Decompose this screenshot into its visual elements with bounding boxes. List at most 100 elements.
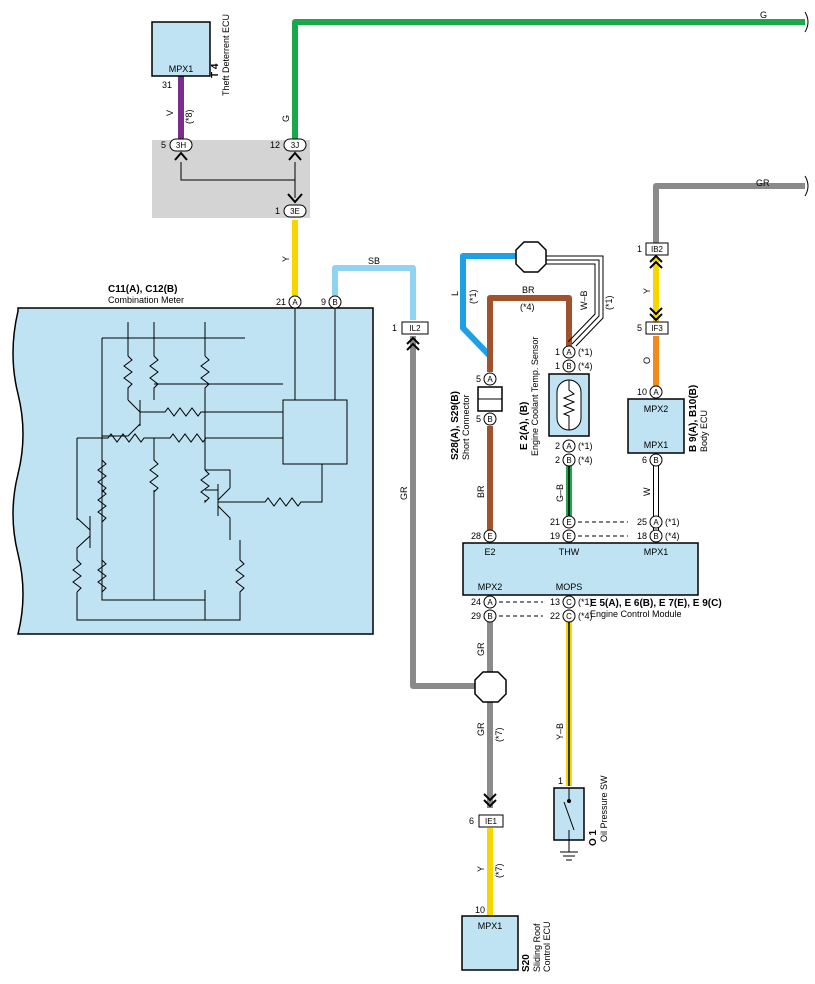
svg-text:(*4): (*4) — [578, 455, 593, 465]
theft-ecu-terminal: MPX1 — [169, 64, 194, 74]
wire-label-gr-bottom: GR — [476, 722, 486, 736]
connector-ie1: IE1 6 — [469, 793, 504, 828]
ecm-term-mpx1: MPX1 — [644, 547, 669, 557]
wire-label-wb: W–B — [579, 290, 589, 310]
oil-sw-code: O 1 — [588, 829, 599, 846]
svg-text:9: 9 — [321, 297, 326, 307]
svg-text:13: 13 — [550, 597, 560, 607]
svg-text:MPX1: MPX1 — [644, 440, 669, 450]
svg-text:(*1): (*1) — [578, 347, 593, 357]
svg-text:B: B — [653, 532, 658, 541]
ecm-term-mpx2: MPX2 — [478, 582, 503, 592]
ecm-pin-13: C 13 (*1) — [550, 595, 593, 609]
svg-text:6: 6 — [469, 816, 474, 826]
wire-label-gb: G–B — [555, 484, 565, 502]
svg-text:1: 1 — [392, 323, 397, 333]
ecm-pin-28: E 28 — [471, 529, 497, 543]
coolant-sensor-code: E 2(A), (B) — [519, 402, 530, 450]
oil-pressure-switch: 1 — [553, 776, 585, 861]
svg-text:1: 1 — [555, 361, 560, 371]
connector-if3: IF3 5 — [637, 307, 669, 335]
meter-pin-b: B 9 — [321, 295, 342, 309]
wire-label-gr-top: GR — [756, 178, 770, 188]
svg-text:IE1: IE1 — [485, 817, 498, 826]
svg-text:19: 19 — [550, 531, 560, 541]
svg-text:24: 24 — [471, 597, 481, 607]
svg-text:B: B — [332, 298, 337, 307]
connector-3j: 3J 12 — [270, 138, 307, 161]
sliding-roof-terminal: MPX1 — [478, 921, 503, 931]
svg-text:29: 29 — [471, 611, 481, 621]
connector-ib2: IB2 1 — [637, 242, 669, 269]
coolant-sensor-name: Engine Coolant Temp. Sensor — [530, 337, 540, 456]
meter-internal-circuit — [72, 308, 348, 621]
theft-ecu-code: T 4 — [210, 63, 221, 78]
svg-text:25: 25 — [637, 517, 647, 527]
svg-text:A: A — [566, 442, 572, 451]
sliding-roof-name1: Sliding Roof — [532, 923, 542, 972]
ecm-pin-24: A 24 — [471, 595, 497, 609]
wire-label-l: L — [450, 291, 460, 296]
meter-pin-a: A 21 — [276, 295, 302, 309]
note-br: (*4) — [520, 302, 535, 312]
connector-il2: IL2 1 — [392, 321, 429, 351]
svg-text:IL2: IL2 — [409, 324, 421, 333]
theft-ecu-wire-label: V — [165, 110, 175, 116]
svg-text:5: 5 — [476, 374, 481, 384]
connector-3e: 3E 1 — [275, 204, 307, 218]
svg-text:(*1): (*1) — [578, 597, 593, 607]
splice-top — [515, 241, 547, 273]
svg-text:E: E — [566, 532, 571, 541]
svg-text:21: 21 — [550, 517, 560, 527]
body-ecu-name: Body ECU — [699, 410, 709, 452]
svg-text:MPX2: MPX2 — [644, 404, 669, 414]
wire-label-g-top: G — [760, 10, 767, 20]
svg-text:(*4): (*4) — [578, 611, 593, 621]
svg-text:B: B — [487, 612, 492, 621]
svg-text:A: A — [653, 388, 659, 397]
svg-text:1: 1 — [637, 244, 642, 254]
oil-sw-name: Oil Pressure SW — [599, 775, 609, 842]
svg-text:5: 5 — [161, 140, 166, 150]
svg-text:2: 2 — [555, 441, 560, 451]
svg-text:A: A — [487, 375, 493, 384]
svg-text:12: 12 — [270, 140, 280, 150]
wire-label-y-right: Y — [642, 288, 652, 294]
svg-text:B: B — [566, 362, 571, 371]
ecm-name: Engine Control Module — [590, 609, 682, 619]
svg-text:1: 1 — [555, 347, 560, 357]
ecm-pin-18: B 18 (*4) — [637, 529, 680, 543]
ecm-pin-19: E 19 — [550, 529, 576, 543]
svg-text:21: 21 — [276, 297, 286, 307]
ecm-term-mops: MOPS — [556, 582, 583, 592]
wire-label-o: O — [642, 357, 652, 364]
theft-ecu-pin: 31 — [162, 80, 172, 90]
theft-ecu-name: Theft Deterrent ECU — [221, 14, 231, 96]
svg-text:1: 1 — [275, 206, 280, 216]
svg-text:A: A — [653, 518, 659, 527]
svg-text:(*4): (*4) — [665, 531, 680, 541]
svg-text:1: 1 — [558, 776, 563, 786]
wire-wb-shield — [545, 255, 604, 347]
sliding-roof-code: S20 — [521, 954, 532, 972]
wire-label-sb: SB — [368, 256, 380, 266]
svg-text:22: 22 — [550, 611, 560, 621]
ecm-pin-21: E 21 — [550, 515, 576, 529]
svg-text:C: C — [566, 598, 572, 607]
wire-lightblue-sb — [332, 265, 416, 320]
svg-text:10: 10 — [637, 387, 647, 397]
short-connector: A 5 B 5 — [476, 372, 503, 426]
sliding-roof-pin: 10 — [475, 905, 485, 915]
short-connector-name: Short Connector — [461, 394, 471, 460]
svg-text:B: B — [566, 456, 571, 465]
coolant-temp-sensor: A 1 (*1) B 1 (*4) A 2 (*1) B 2 (*4) — [548, 345, 593, 467]
short-connector-code: S28(A), S29(B) — [450, 391, 461, 460]
ecm-term-e2: E2 — [484, 547, 495, 557]
svg-text:A: A — [566, 348, 572, 357]
wire-brown-br-top — [487, 295, 572, 372]
wire-label-w: W — [642, 487, 652, 496]
combination-meter — [12, 307, 374, 635]
wire-label-g-junction: G — [281, 115, 291, 122]
wire-label-y-bottom: Y — [476, 866, 486, 872]
svg-text:A: A — [292, 298, 298, 307]
